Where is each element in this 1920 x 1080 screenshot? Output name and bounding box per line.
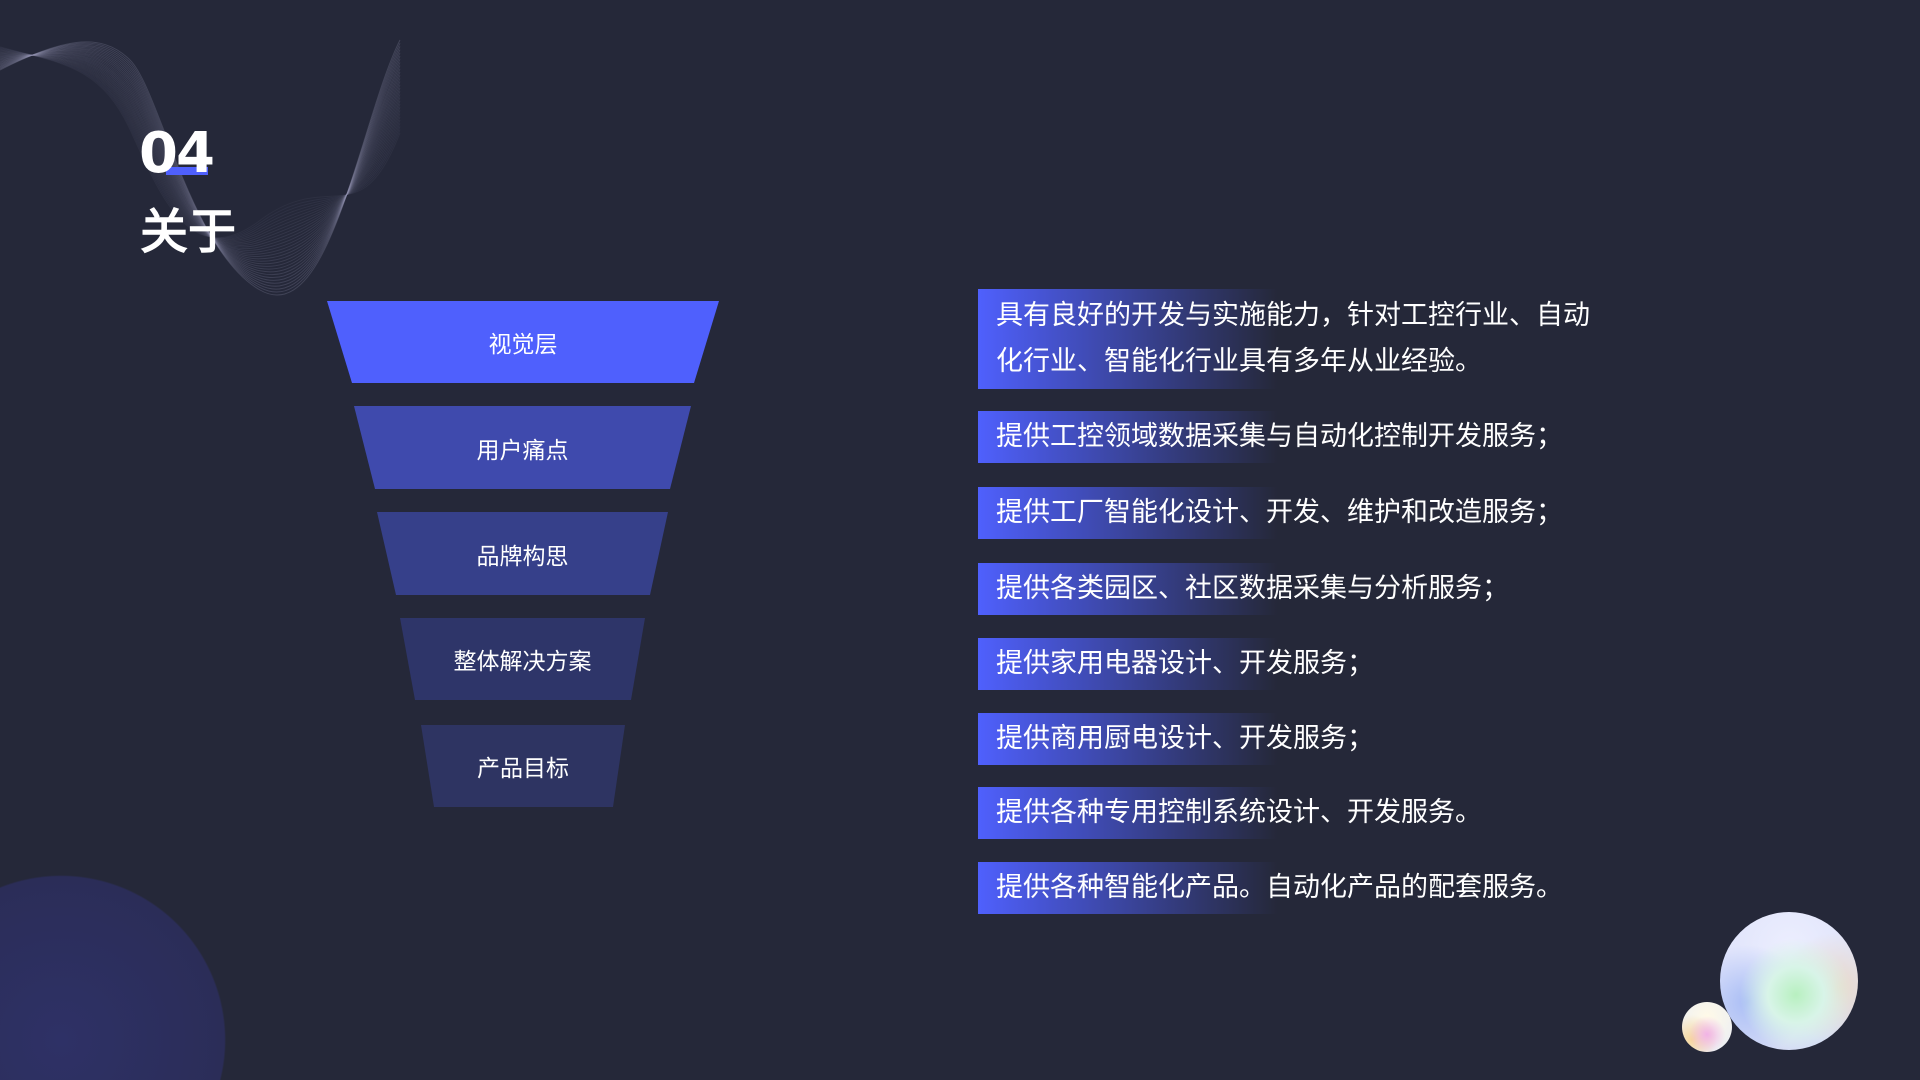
service-item: 提供家用电器设计、开发服务； [978, 638, 1698, 690]
wave-line [0, 52, 401, 245]
decorative-circle [0, 875, 226, 1080]
wave-line [0, 43, 401, 290]
wave-line [0, 51, 401, 243]
section-number: 04 [139, 121, 215, 186]
service-item: 提供工控领域数据采集与自动化控制开发服务； [978, 411, 1698, 463]
funnel-layer-label: 用户痛点 [476, 437, 569, 464]
service-text-line-2: 化行业、智能化行业具有多年从业经验。 [996, 346, 1482, 377]
wave-line [0, 51, 401, 267]
service-item: 提供各种专用控制系统设计、开发服务。 [978, 787, 1698, 839]
section-title: 关于 [140, 204, 237, 260]
wave-line [0, 42, 401, 293]
wave-line [0, 47, 401, 240]
funnel-layer: 产品目标 [421, 725, 625, 807]
funnel-layer: 整体解决方案 [400, 618, 645, 700]
wave-line [0, 54, 401, 251]
item-highlight [978, 289, 1278, 389]
service-text: 提供工控领域数据采集与自动化控制开发服务； [996, 421, 1563, 452]
wave-line [0, 50, 401, 242]
service-item: 提供工厂智能化设计、开发、维护和改造服务； [978, 487, 1698, 539]
wave-line [0, 50, 401, 270]
funnel-layer-label: 品牌构思 [476, 543, 569, 570]
service-item: 提供各类园区、社区数据采集与分析服务； [978, 563, 1698, 615]
wave-line [0, 53, 401, 246]
wave-line [0, 51, 401, 244]
wave-line [0, 46, 401, 281]
number-underline [166, 167, 208, 175]
item-highlight [978, 638, 1278, 690]
bubble-small-decoration [1682, 1002, 1732, 1052]
funnel-layer-label: 整体解决方案 [453, 649, 592, 675]
wave-line [0, 51, 401, 265]
service-text: 提供商用厨电设计、开发服务； [996, 723, 1374, 754]
wave-line [0, 44, 401, 287]
wave-line [0, 46, 401, 239]
service-text: 提供各种专用控制系统设计、开发服务。 [996, 797, 1482, 828]
wave-line [0, 53, 401, 257]
wave-line [0, 47, 401, 279]
item-highlight [978, 862, 1278, 914]
item-highlight [978, 563, 1278, 615]
service-text-line-1: 具有良好的开发与实施能力，针对工控行业、自动 [996, 300, 1590, 331]
funnel-layer-label: 产品目标 [477, 756, 569, 782]
wave-line [0, 53, 401, 255]
wave-line [0, 49, 401, 273]
wave-line [0, 52, 401, 262]
wave-line [0, 54, 401, 248]
service-item: 提供各种智能化产品。自动化产品的配套服务。 [978, 862, 1698, 914]
funnel-layer: 视觉层 [327, 301, 719, 383]
service-text: 提供工厂智能化设计、开发、维护和改造服务； [996, 497, 1563, 528]
item-highlight [978, 787, 1278, 839]
wave-line [0, 39, 401, 296]
funnel-layer-label: 视觉层 [488, 332, 558, 358]
item-highlight [978, 713, 1278, 765]
funnel-layer: 品牌构思 [377, 512, 668, 595]
service-item: 具有良好的开发与实施能力，针对工控行业、自动 化行业、智能化行业具有多年从业经验… [978, 289, 1698, 389]
item-highlight [978, 411, 1278, 463]
funnel-layer: 用户痛点 [354, 406, 691, 489]
service-text: 提供各类园区、社区数据采集与分析服务； [996, 573, 1509, 604]
wave-line [0, 49, 401, 241]
item-highlight [978, 487, 1278, 539]
service-text: 提供家用电器设计、开发服务； [996, 648, 1374, 679]
wave-line [0, 54, 401, 253]
service-text: 提供各种智能化产品。自动化产品的配套服务。 [996, 872, 1563, 903]
wave-line [0, 53, 401, 260]
wave-line [0, 48, 401, 240]
bubble-large-decoration [1720, 912, 1858, 1050]
service-item: 提供商用厨电设计、开发服务； [978, 713, 1698, 765]
wave-line [0, 47, 401, 239]
wave-line [0, 45, 401, 284]
wave-lines-decoration [0, 39, 401, 296]
wave-line [0, 48, 401, 276]
wave-line [0, 54, 401, 250]
